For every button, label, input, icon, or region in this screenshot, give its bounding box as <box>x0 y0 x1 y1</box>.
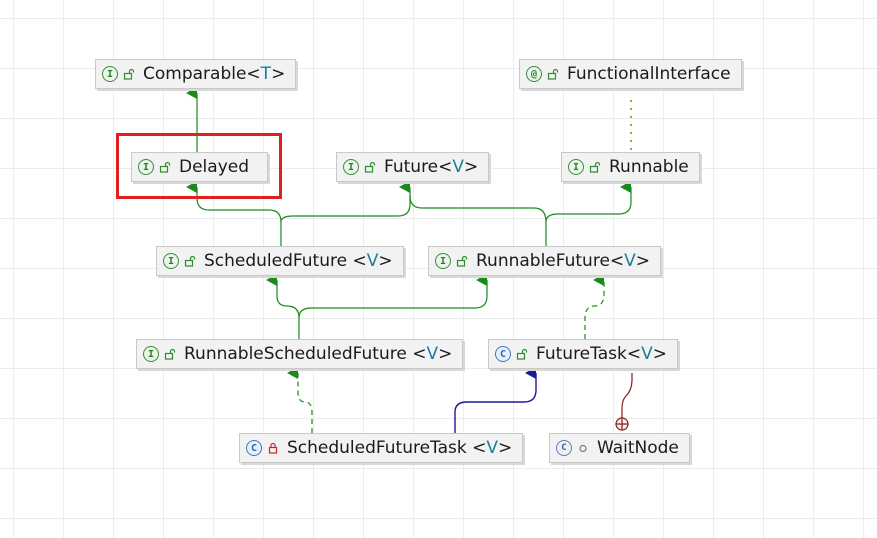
node-future-task[interactable]: C FutureTask<V> <box>488 339 678 369</box>
interface-icon: I <box>102 66 118 82</box>
public-lock-icon <box>163 347 177 361</box>
edge-futuretask-runnablefuture <box>584 274 605 339</box>
edge-runnablefuture-future <box>409 195 547 246</box>
interface-icon: I <box>138 159 154 175</box>
node-comparable[interactable]: I Comparable<T> <box>95 59 297 89</box>
public-lock-icon <box>183 254 197 268</box>
generic-close: > <box>464 157 479 177</box>
node-runnable[interactable]: I Runnable <box>561 152 700 182</box>
generic-close: > <box>438 344 453 364</box>
edge-runnablefuture-runnable <box>545 181 632 223</box>
generic-open: < <box>438 157 453 177</box>
generic-open: < <box>472 438 487 458</box>
node-functional-interface[interactable]: @ FunctionalInterface <box>519 59 742 89</box>
edge-sft-futuretask <box>454 367 537 433</box>
package-visibility-icon <box>576 441 590 455</box>
node-name: FunctionalInterface <box>567 64 731 84</box>
interface-icon: I <box>435 253 451 269</box>
public-lock-icon <box>158 160 172 174</box>
interface-icon: I <box>568 159 584 175</box>
type-parameter: T <box>260 64 272 84</box>
private-lock-icon <box>266 441 280 455</box>
annotation-icon: @ <box>526 66 542 82</box>
class-icon: C <box>246 440 262 456</box>
interface-icon: I <box>163 253 179 269</box>
public-lock-icon <box>455 254 469 268</box>
edge-scheduledfuture-future <box>280 181 411 223</box>
type-parameter: V <box>486 438 499 458</box>
node-name: RunnableFuture <box>476 251 610 271</box>
generic-open: < <box>246 64 261 84</box>
node-name: Runnable <box>609 157 689 177</box>
public-lock-icon <box>122 67 136 81</box>
edge-rsf-scheduledfuture <box>266 274 300 339</box>
inner-class-marker <box>615 417 629 431</box>
edge-sft-rsf <box>287 367 313 433</box>
type-parameter: V <box>641 344 653 364</box>
interface-icon: I <box>143 346 159 362</box>
generic-close: > <box>498 438 513 458</box>
interface-icon: I <box>343 159 359 175</box>
generic-close: > <box>271 64 286 84</box>
type-parameter: V <box>452 157 465 177</box>
node-name: Comparable <box>143 64 247 84</box>
type-parameter: V <box>624 251 636 271</box>
generic-open: < <box>626 344 642 364</box>
class-icon: C <box>495 346 511 362</box>
public-lock-icon <box>515 347 529 361</box>
generic-open: < <box>609 251 625 271</box>
edge-waitnode-futuretask <box>621 373 633 418</box>
node-name: ScheduledFuture <box>204 251 353 271</box>
edge-scheduledfuture-delayed <box>186 181 282 246</box>
node-wait-node[interactable]: C WaitNode <box>549 433 690 463</box>
generic-open: < <box>412 344 427 364</box>
type-parameter: V <box>426 344 439 364</box>
node-scheduled-future-task[interactable]: C ScheduledFutureTask <V> <box>239 433 524 463</box>
node-name: ScheduledFutureTask <box>287 438 473 458</box>
node-runnable-scheduled-future[interactable]: I RunnableScheduledFuture <V> <box>136 339 464 369</box>
public-lock-icon <box>588 160 602 174</box>
public-lock-icon <box>363 160 377 174</box>
inner-class-icon: C <box>556 440 572 456</box>
node-name: WaitNode <box>597 438 679 458</box>
node-future[interactable]: I Future<V> <box>336 152 490 182</box>
edge-rsf-runnablefuture <box>298 274 488 319</box>
node-name: RunnableScheduledFuture <box>184 344 413 364</box>
type-parameter: V <box>366 251 379 271</box>
generic-close: > <box>652 344 667 364</box>
generic-close: > <box>378 251 393 271</box>
node-name: Delayed <box>179 157 250 177</box>
public-lock-icon <box>546 67 560 81</box>
node-delayed[interactable]: I Delayed <box>131 152 269 182</box>
generic-close: > <box>635 251 651 271</box>
node-name: FutureTask <box>536 344 627 364</box>
node-scheduled-future[interactable]: I ScheduledFuture <V> <box>156 246 404 276</box>
node-runnable-future[interactable]: I RunnableFuture<V> <box>428 246 662 276</box>
node-name: Future <box>384 157 439 177</box>
generic-open: < <box>352 251 367 271</box>
